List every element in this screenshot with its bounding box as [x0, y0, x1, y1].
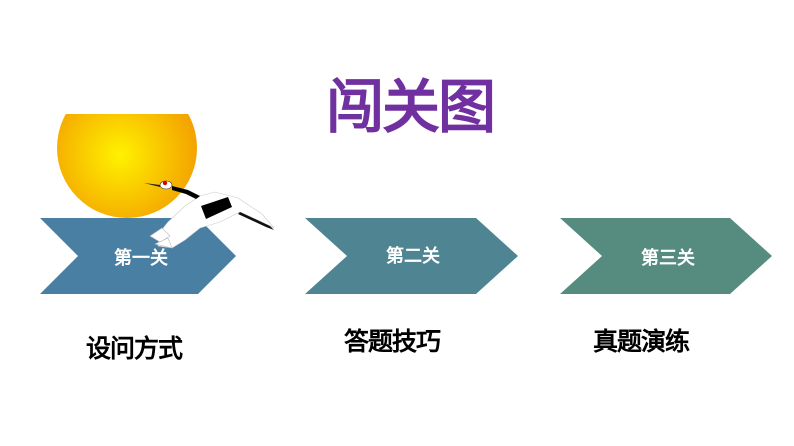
stage-3-caption: 真题演练 [593, 327, 690, 356]
stage-1-label: 第一关 [114, 248, 168, 269]
stage-1-caption: 设问方式 [86, 334, 183, 363]
sun-icon [57, 114, 197, 218]
stage-2-caption: 答题技巧 [344, 327, 441, 356]
crane-icon [144, 180, 275, 249]
chevron-stage-3[interactable] [560, 218, 772, 294]
page-title: 闯关图 [326, 73, 496, 141]
chevron-stage-2[interactable] [305, 218, 518, 294]
stage-3-label: 第三关 [641, 248, 695, 269]
stage-2-label: 第二关 [386, 246, 440, 267]
